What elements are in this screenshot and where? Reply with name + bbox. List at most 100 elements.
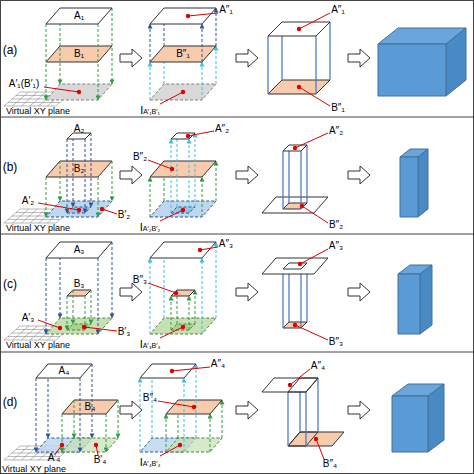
callout-label: A″₂ [215,124,229,134]
leader-dot [293,323,297,327]
projected-region [171,207,195,213]
step-arrow [348,401,370,419]
leader-line [290,369,310,385]
callout-label: B″₄ [323,459,337,469]
projection-arrow [98,24,99,100]
box-top-face [283,263,307,269]
leader-line [38,203,79,210]
projection-arrow [216,161,217,201]
intersection-label: IA′₁B′₁ [140,105,160,116]
projection-arrow [91,133,92,207]
plane-b [46,46,112,62]
projection-arrow [118,400,119,438]
plane-caption: Virtual XY plane [6,107,70,116]
projection-arrow [171,139,172,213]
plane-a [171,133,195,139]
box-edge [267,36,268,94]
projection-arrow [202,62,203,100]
leader-dot [314,437,318,441]
plane-caption: Virtual XY plane [6,341,70,350]
leader-line [38,320,60,328]
leader-line [299,87,330,106]
callout-label: A″₄ [211,359,225,369]
projection-arrow [92,364,93,438]
leader-line [160,445,180,456]
plane-a [150,8,216,24]
projection-arrow [150,62,151,100]
callout-label: B″₂ [133,152,147,162]
leader-dot [77,208,81,212]
row-separator [0,234,474,235]
box-edge [317,378,318,432]
callout-label: B″₃ [329,337,343,347]
plane-a [46,242,112,258]
intersection-label: IA′₄B′₄ [140,457,161,468]
panel-label: (c) [3,278,17,290]
callout-label: B′₃ [118,327,131,337]
leader-dot [170,369,174,373]
plane-b [46,161,112,177]
leader-dot [100,207,104,211]
projection-arrow [150,258,151,334]
callout-label: A″₄ [311,361,325,371]
leader-dot [181,208,185,212]
projection-arrow [60,161,61,201]
leader-dot [192,405,196,409]
box-bottom-face [283,322,307,328]
projection-arrow [98,177,99,217]
row-separator [0,352,474,353]
projection-arrow [184,378,185,452]
plane-a [262,378,318,392]
callout-label: A′₄ [48,453,61,463]
leader-line [200,247,218,250]
step-arrow [348,49,370,67]
cube-side [418,149,428,217]
projection-arrow [177,133,178,207]
leader-line [102,209,117,214]
leader-dot [58,326,62,330]
leader-line [295,325,328,340]
plane-b [62,400,118,414]
box-edge [300,151,301,209]
projection-arrow [36,378,37,452]
projection-arrow [195,290,196,324]
leader-dot [94,443,98,447]
projected-region [171,324,195,330]
box-top-face [268,22,330,36]
projection-arrow [67,139,68,213]
step-arrow [348,166,370,184]
leader-dot [293,146,297,150]
plane-label: B₃ [74,279,85,289]
projected-region [46,84,112,100]
panel-label: (d) [3,396,18,408]
leader-line [160,327,183,338]
leader-dot [181,90,185,94]
projection-arrow [189,139,190,213]
leader-dot [198,248,202,252]
plane-label: B₄ [85,402,96,412]
leader-line [160,210,183,221]
projection-arrow [73,290,74,324]
callout-label: A′₃ [22,313,35,323]
plane-caption: Virtual XY plane [2,465,66,474]
plane-label: A₃ [74,245,85,255]
projection-arrow [91,290,92,324]
leader-line [300,249,328,264]
step-arrow [120,166,142,184]
projection-arrow [216,242,217,318]
illustration-group [4,8,466,460]
plane-label: A₁ [74,11,84,21]
plane-a [46,8,112,24]
intersection-label: IA′₃B′₃ [140,339,161,350]
leader-dot [298,262,302,266]
leader-line [160,92,183,104]
box-edge [282,269,283,328]
leader-line [158,401,194,407]
plane-a [150,242,216,258]
projection-arrow [222,400,223,438]
projected-region [150,318,216,334]
callout-label: A″₁ [331,5,345,15]
leader-line [316,439,324,459]
